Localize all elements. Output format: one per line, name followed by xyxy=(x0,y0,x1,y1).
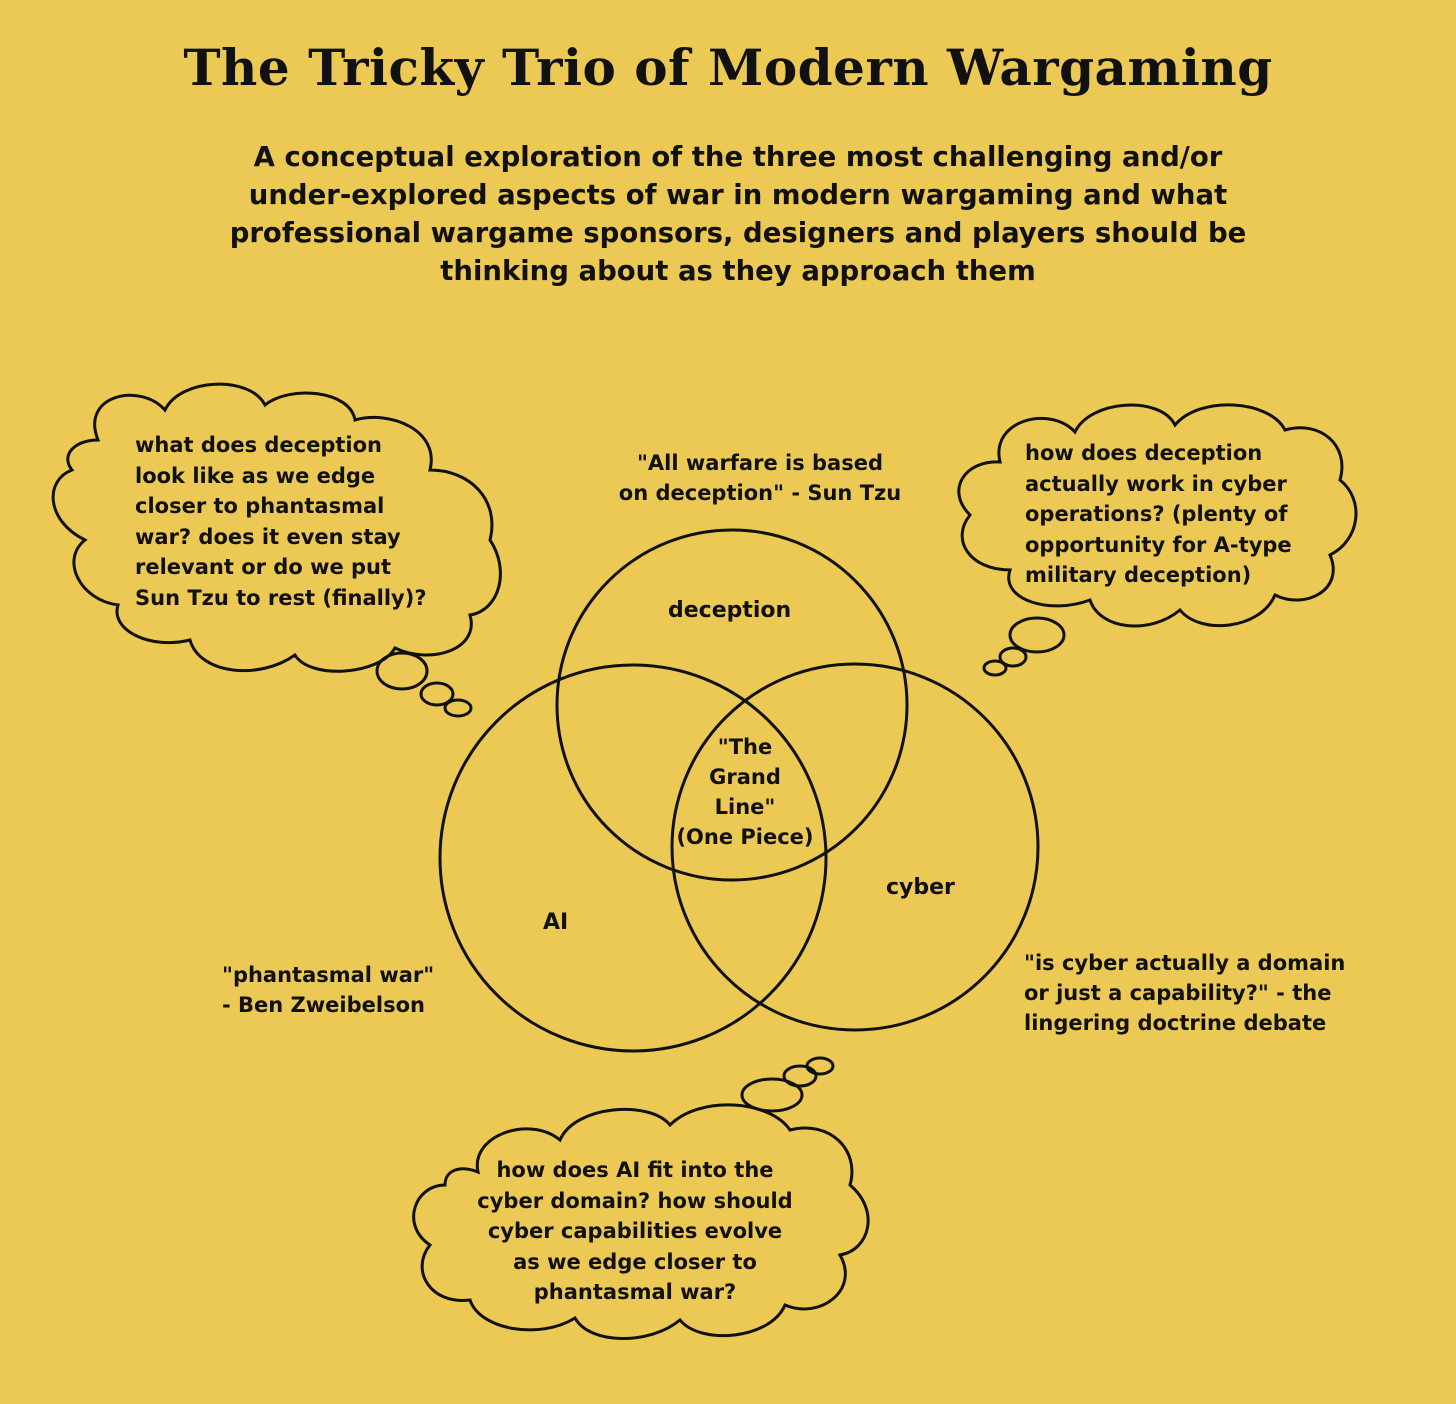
page-title: The Tricky Trio of Modern Wargaming xyxy=(183,38,1273,97)
deception-quote: "All warfare is based on deception" - Su… xyxy=(618,451,902,505)
thought-text-deception-ai: what does deception look like as we edge… xyxy=(135,433,427,610)
cyber-label: cyber xyxy=(886,875,955,900)
deception-label: deception xyxy=(668,598,792,623)
page-subtitle: A conceptual exploration of the three mo… xyxy=(229,141,1247,287)
ai-label: AI xyxy=(543,910,569,935)
thought-text-ai-cyber: how does AI fit into the cyber domain? h… xyxy=(477,1158,793,1304)
ai-quote: "phantasmal war" - Ben Zweibelson xyxy=(222,963,435,1017)
cyber-circle xyxy=(670,662,1040,1032)
deception-circle xyxy=(555,528,909,882)
cyber-quote: "is cyber actually a domain or just a ca… xyxy=(1024,951,1346,1035)
thought-cloud-top-right xyxy=(957,403,1358,677)
thought-cloud-bottom xyxy=(412,1056,870,1340)
thought-cloud-top-left xyxy=(51,382,502,718)
thought-text-deception-cyber: how does deception actually work in cybe… xyxy=(1025,441,1292,587)
center-intersection-label: "The Grand Line" (One Piece) xyxy=(676,735,814,849)
ai-circle xyxy=(438,663,828,1053)
